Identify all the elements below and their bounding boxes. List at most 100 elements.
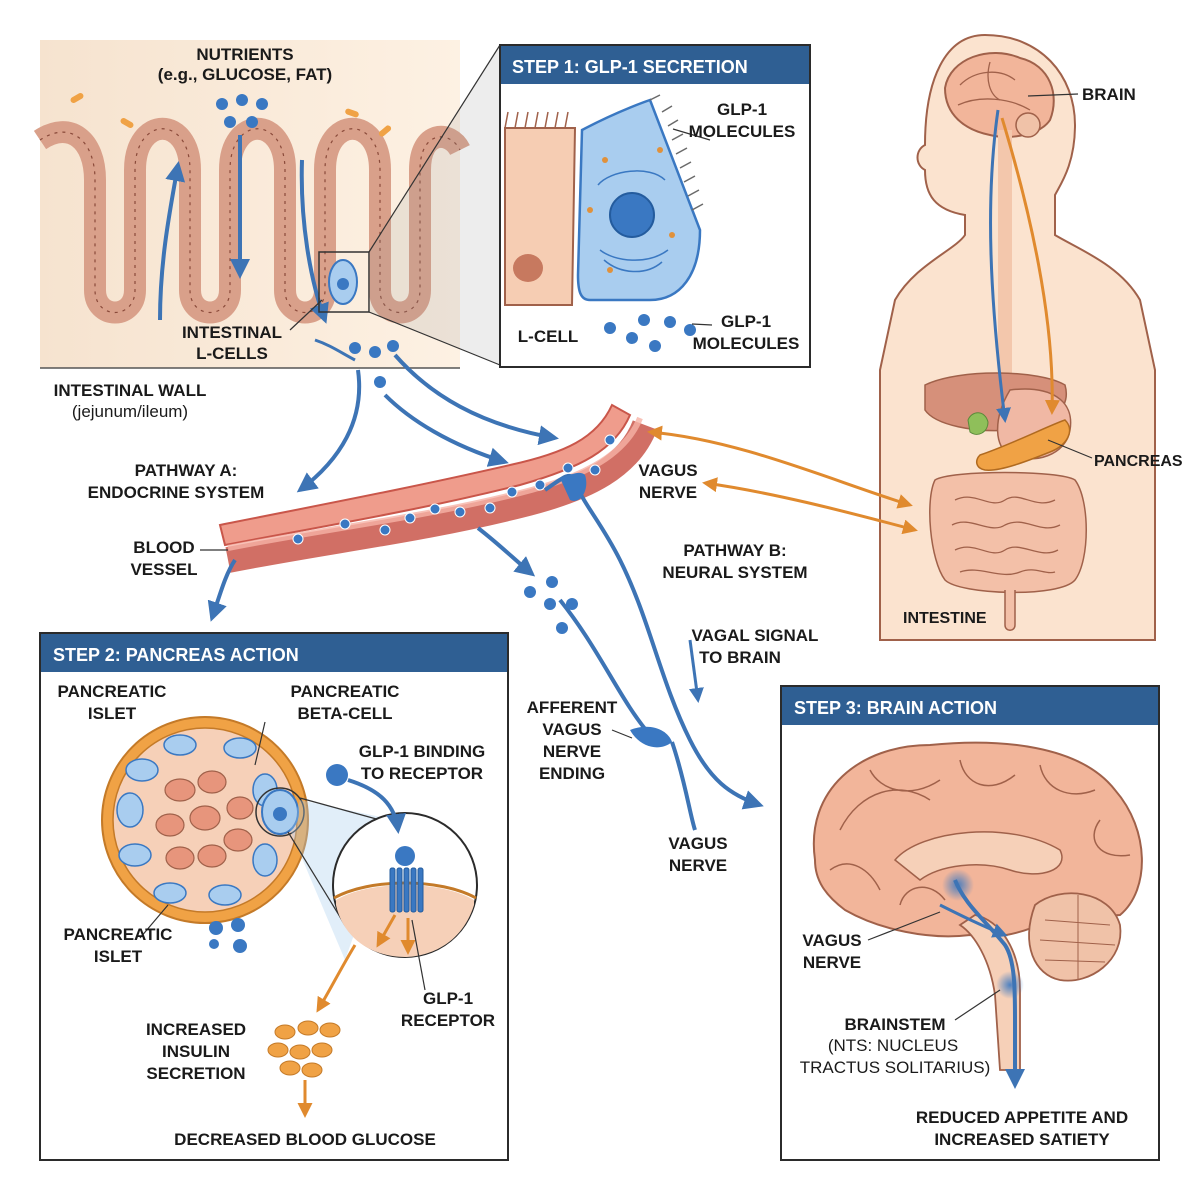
result-label-2: INCREASED SATIETY [934, 1130, 1110, 1149]
nts-label-1: (NTS: NUCLEUS [828, 1036, 958, 1055]
lcell-zoom-box [318, 251, 370, 313]
villus-arrow-left [158, 161, 186, 321]
afferent-nerve [558, 598, 652, 737]
to-endocrine-arrow [296, 369, 362, 493]
molecules-top-leader [672, 128, 711, 141]
afferent-label-3: NERVE [543, 742, 601, 761]
vagal-signal-label-1: VAGAL SIGNAL [692, 626, 819, 645]
body-brain-folds [957, 61, 1031, 111]
islet-bottom-label-1: PANCREATIC [64, 925, 173, 944]
lcells-label-1: INTESTINAL [182, 323, 282, 342]
brain-to-pancreas-orange [1000, 117, 1060, 415]
vagus-to-body-arrow [702, 477, 918, 535]
islet-top-label-1: PANCREATIC [58, 682, 167, 701]
vagus-top-label-1: VAGUS [638, 461, 697, 480]
beta-cell-leader [254, 721, 266, 766]
pancreas-leader [1047, 439, 1093, 459]
to-vagus-arrow [476, 526, 536, 577]
brain-cerebellum [1028, 892, 1122, 982]
step3-panel: STEP 3: BRAIN ACTION VAGUS NERVE BRAINST… [780, 685, 1160, 1161]
bound-glp1 [395, 846, 415, 866]
step2-panel: STEP 2: PANCREAS ACTION [39, 632, 509, 1161]
islet-alpha-cells [116, 734, 278, 906]
nutrients-examples: (e.g., GLUCOSE, FAT) [158, 65, 332, 84]
lcell-microvilli [649, 94, 704, 211]
insulin-granules [267, 1020, 341, 1078]
vagus-down [670, 741, 697, 831]
body-gallbladder [967, 412, 989, 435]
pathway-a-label-2: ENDOCRINE SYSTEM [88, 483, 265, 502]
hypothalamus-arrow [939, 903, 1008, 938]
body-cerebellum [1015, 112, 1041, 138]
receptor-label-1: GLP-1 [423, 989, 473, 1008]
result-label-1: REDUCED APPETITE AND [916, 1108, 1128, 1127]
vagal-signal-arrow [688, 639, 704, 703]
step2-title-bar [41, 634, 507, 672]
islet-top-label-2: ISLET [88, 704, 137, 723]
receptor-zoom-line-bottom [287, 831, 346, 926]
binding-label-2: TO RECEPTOR [361, 764, 483, 783]
brainstem-leader [954, 989, 1001, 1021]
afferent-label-2: VAGUS [542, 720, 601, 739]
signal-arrow-1 [376, 914, 397, 948]
wall-label: INTESTINAL WALL [54, 381, 207, 400]
corpus-callosum [893, 831, 1063, 881]
lcell-label: L-CELL [518, 327, 578, 346]
highlighted-beta-cell-nucleus [273, 807, 287, 821]
zoom-cone [369, 45, 500, 365]
receptor-leader [411, 919, 426, 991]
brainstem-label: BRAINSTEM [844, 1015, 945, 1034]
receptor-label-2: RECEPTOR [401, 1011, 495, 1030]
body-brain-label: BRAIN [1082, 85, 1136, 104]
vagus-bottom-label-1: VAGUS [668, 834, 727, 853]
blood-vessel-highlight [227, 416, 643, 551]
body-pancreas [975, 419, 1071, 471]
brain-to-gut-blue [989, 109, 1011, 423]
to-pancreas-step-arrow [207, 558, 237, 622]
nutrient-molecules [216, 94, 268, 128]
binding-glp1 [326, 764, 348, 786]
secretion-line [314, 338, 356, 362]
zoom-line-top [368, 44, 501, 253]
afferent-ending [630, 726, 672, 748]
neighbour-nucleus [513, 254, 543, 282]
glucose-label: DECREASED BLOOD GLUCOSE [174, 1130, 436, 1149]
insulin-label-1: INCREASED [146, 1020, 246, 1039]
receptor-helices [389, 867, 424, 913]
wall-sublabel: (jejunum/ileum) [72, 402, 188, 421]
beta-cell-label-2: BETA-CELL [297, 704, 392, 723]
vagus-to-brainstem-arrow [953, 879, 1025, 1089]
molecules-bottom-label-2: MOLECULES [693, 334, 800, 353]
islet-beta-cells [155, 770, 254, 870]
body-pancreas-label: PANCREAS [1094, 453, 1183, 470]
intestinal-wall-panel: NUTRIENTS (e.g., GLUCOSE, FAT) INTESTINA… [33, 40, 470, 421]
molecules-top-label-2: MOLECULES [689, 122, 796, 141]
step1-title: STEP 1: GLP-1 SECRETION [512, 57, 748, 77]
fat-particles [70, 93, 392, 137]
molecules-bottom-leader [691, 323, 713, 326]
body-intestine-label: INTESTINE [903, 610, 987, 627]
islet-bottom-label-2: ISLET [94, 947, 143, 966]
step3-title-bar [782, 687, 1158, 725]
step3-title: STEP 3: BRAIN ACTION [794, 698, 997, 718]
insulin-label-2: INSULIN [162, 1042, 230, 1061]
loose-glp1 [209, 918, 247, 953]
step1-glp1-dots [604, 314, 696, 352]
step1-title-bar [501, 46, 809, 84]
nutrients-label: NUTRIENTS [196, 45, 293, 64]
villi-epithelium [33, 117, 470, 324]
vagal-signal-label-2: TO BRAIN [699, 648, 781, 667]
blood-vessel-label-1: BLOOD [133, 538, 194, 557]
receptor-zoom-line-top [299, 797, 381, 821]
brain-gyri [829, 759, 1131, 906]
step2-title: STEP 2: PANCREAS ACTION [53, 645, 299, 665]
lcell-nucleus [609, 192, 655, 238]
to-vessel-arrow-1 [383, 393, 509, 467]
afferent-leader [611, 729, 633, 739]
afferent-label-4: ENDING [539, 764, 605, 783]
villus-arrow-right [299, 159, 329, 324]
cerebellum-folia [1039, 895, 1116, 980]
lcell-organelles [597, 170, 669, 273]
